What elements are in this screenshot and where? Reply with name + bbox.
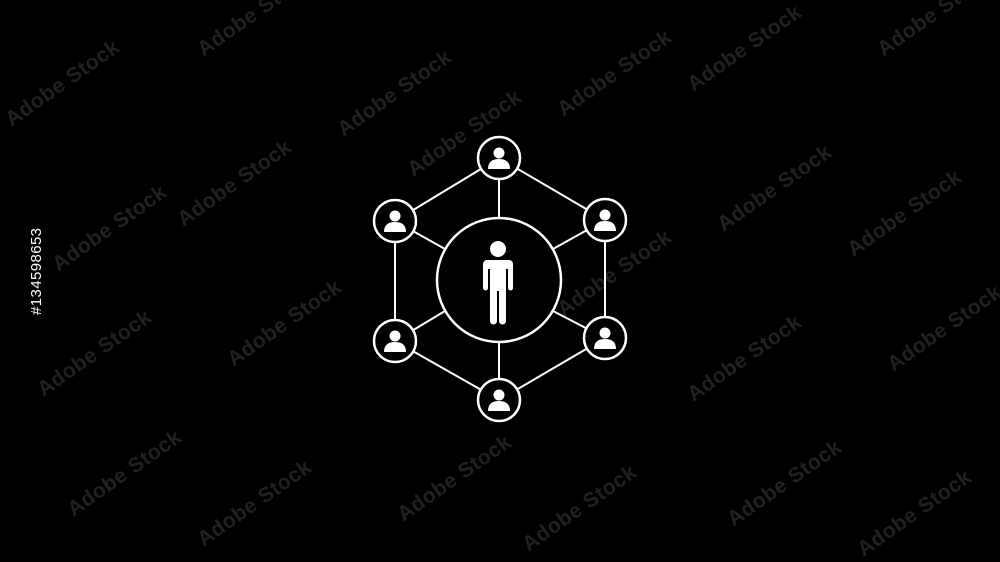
user-avatar-icon [384, 330, 406, 352]
outer-node [582, 197, 628, 243]
user-avatar-icon [488, 147, 510, 169]
outer-nodes [372, 135, 628, 423]
outer-node [372, 198, 418, 244]
user-avatar-icon [488, 389, 510, 411]
user-avatar-icon [594, 209, 616, 231]
person-icon [483, 241, 513, 325]
user-avatar-icon [384, 210, 406, 232]
center-node [435, 216, 563, 344]
outer-node [476, 135, 522, 181]
outer-node [582, 315, 628, 361]
outer-node [372, 318, 418, 364]
user-avatar-icon [594, 327, 616, 349]
outer-node [476, 377, 522, 423]
